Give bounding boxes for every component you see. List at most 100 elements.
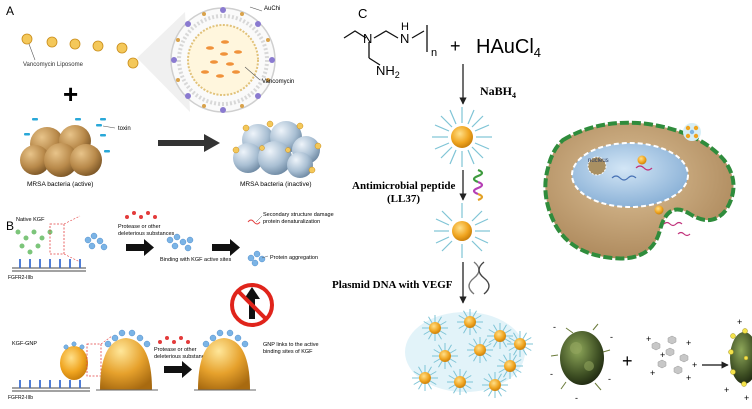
peptide-helix-icon [472,168,484,202]
toxin-label: toxin [118,126,131,132]
protease-top-line1: Protease or other [118,224,161,230]
arrow-b2 [212,239,240,256]
peptide-line2: (LL37) [387,193,420,205]
gnp-links-line1: GNP links to the active [263,342,319,348]
binding-label: Binding with KGF active sites [160,257,231,263]
plasmid-label: Plasmid DNA with VEGF [332,279,453,291]
kgf-gnp-label: KGF-GNP [12,341,37,347]
fgfr-receptors-bottom [12,380,90,392]
svg-text:+: + [692,360,697,370]
network-nanoparticle [489,379,501,391]
liposome-cross-section [170,7,276,113]
protease-top-line2: deleterious substances [118,231,175,237]
network-nanoparticle [474,344,486,356]
svg-text:+: + [737,317,742,327]
nanoparticle-network [405,309,533,398]
svg-text:-: - [610,332,613,342]
fgfr-bottom-label: FGFR2-IIIb [8,395,33,401]
svg-text:-: - [608,374,611,384]
svg-text:+: + [686,338,691,348]
network-nanoparticle [454,376,466,388]
gold-nanoparticle-1 [432,107,492,167]
h-atom: H [401,21,409,33]
nucleus-label: nucleus [588,158,609,164]
native-kgf-label: Native KGF [16,217,45,223]
gnp-dome-1 [96,329,158,391]
network-nanoparticle [504,360,516,372]
gnp-links-line2: binding sites of KGF [263,349,313,355]
svg-text:+: + [650,368,655,378]
damage-line2: protein denaturalization [263,219,320,225]
vancomycin-label: Vancomycin [262,79,294,85]
svg-text:+: + [744,393,749,403]
panel-c-letter: C [358,6,367,21]
plus-sign-a: + [63,79,78,109]
arrow-a [158,134,220,152]
gray-particles [651,335,689,375]
svg-text:-: - [575,393,578,403]
toxin-icons [24,118,110,153]
bacterium-negative [550,323,611,391]
positive-charges-2: + + + [724,317,749,403]
aggregated-protein-icon [247,250,266,267]
bacterium-coated [728,328,752,387]
mrsa-inactive-label: MRSA bacteria (inactive) [240,181,312,188]
kgf-clump-top-2 [166,233,194,252]
svg-text:-: - [550,369,553,379]
target-cell: nucleus [543,120,736,261]
haucl4-label: HAuCl4 [476,36,541,60]
mrsa-active-cluster [20,125,102,177]
protease-bottom-line2: deleterious substances [154,354,211,360]
subscript-n: n [431,47,437,59]
nh-atom: N [400,31,409,46]
plus-sign-c: + [450,36,461,56]
damage-line1: Secondary structure damage [263,212,334,218]
protease-dots-top [125,211,157,219]
arrow-b3 [164,361,192,378]
svg-text:+: + [660,350,665,360]
zoom-box-top [49,223,65,255]
mrsa-active-label: MRSA bacteria (active) [27,181,93,188]
prohibited-icon [230,283,274,327]
negative-charges: - - - - - [550,322,613,403]
protease-bottom-line1: Protease or other [154,347,197,353]
nh2-label: NH2 [376,63,400,80]
pei-structure [343,25,428,66]
peptide-line1: Antimicrobial peptide [352,180,456,192]
svg-text:+: + [724,385,729,395]
panel-a-letter: A [6,4,14,18]
gold-nanoparticle-2 [434,203,490,258]
svg-text:+: + [646,334,651,344]
fgfr-top-label: FGFR2-IIIb [8,275,33,281]
network-nanoparticle [419,372,431,384]
zoom-box-bottom [86,343,102,377]
svg-text:+: + [686,373,691,383]
liposome-label: Vancomycin Liposome [23,62,84,68]
fgfr-receptors-top [12,259,86,272]
panel-b-letter: B [6,219,14,233]
protease-dots-bottom [158,336,190,344]
native-kgf-particles [15,229,53,255]
arrow-b1 [126,239,154,256]
aggregation-label: Protein aggregation [270,255,318,261]
network-nanoparticle [494,330,506,342]
gnp-dome-2 [194,329,256,391]
network-nanoparticle [439,350,451,362]
damaged-protein-icon [247,219,261,225]
liposome-chain [21,33,139,69]
auchi-label: AuChi [264,6,280,12]
network-nanoparticle [464,316,476,328]
kgf-clump-top-1 [84,232,108,251]
network-nanoparticle [514,338,526,350]
network-nanoparticle [429,322,441,334]
kgf-gnp-particle [60,341,88,380]
plus-sign-c2: + [622,351,633,371]
positive-charges: +++ +++ [646,334,697,383]
svg-text:-: - [553,322,556,332]
n-atom: N [363,31,372,46]
small-cluster-icon [683,123,701,141]
nabh4-label: NaBH4 [480,84,516,100]
mrsa-inactive-cluster [232,120,322,178]
